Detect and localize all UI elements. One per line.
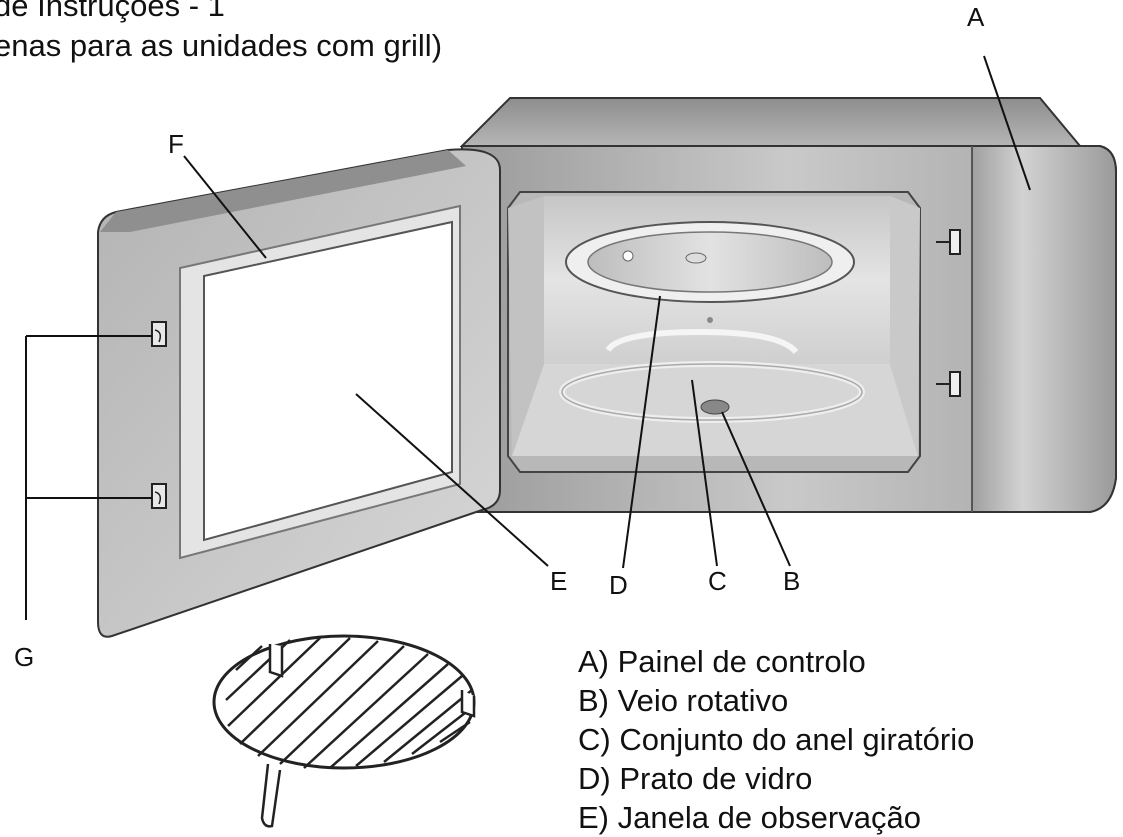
- callout-b: B: [783, 566, 800, 596]
- roller-ring-back: [605, 328, 799, 355]
- body-top: [459, 97, 1083, 147]
- leader-line-e: [355, 393, 549, 567]
- caption-line-1: de Instruções - 1: [0, 0, 225, 23]
- callout-c: C: [708, 566, 727, 596]
- rack-bars: [225, 637, 475, 769]
- rack-legs: [260, 644, 476, 828]
- latch-slot-lower: [936, 371, 961, 397]
- door-top-edge: [100, 150, 466, 232]
- legend-item-d: D) Prato de vidro: [578, 761, 813, 796]
- microwave-door: [97, 148, 501, 638]
- door-latch-upper: [151, 321, 167, 347]
- cavity-right-wall: [890, 196, 920, 456]
- leader-line-a: [983, 55, 1031, 191]
- legend-item-c: C) Conjunto do anel giratório: [578, 722, 975, 757]
- leader-line-d: [622, 295, 661, 569]
- legend-item-b: B) Veio rotativo: [578, 683, 789, 718]
- leader-line-c: [691, 379, 718, 567]
- parts-legend: A) Painel de controlo B) Veio rotativo C…: [578, 642, 974, 837]
- callout-f: F: [168, 129, 184, 159]
- callout-e: E: [550, 566, 567, 596]
- roller-ring-edge: [561, 363, 863, 421]
- glass-plate-inner: [587, 231, 833, 293]
- leader-line-b: [721, 411, 791, 567]
- grill-rack: [212, 634, 476, 828]
- observation-window: [203, 220, 453, 542]
- callout-a: A: [967, 2, 985, 32]
- microwave-body: [459, 97, 1117, 513]
- door-latch-lower: [151, 483, 167, 509]
- callout-g: G: [14, 642, 34, 672]
- cavity-left-wall: [508, 196, 544, 456]
- plate-dot: [622, 250, 634, 262]
- leader-line-f: [183, 155, 267, 259]
- spindle-mark: [707, 317, 713, 323]
- control-panel: [971, 145, 1117, 513]
- legend-item-e: E) Janela de observação: [578, 800, 921, 835]
- callout-d: D: [609, 570, 628, 600]
- caption-line-2: enas para as unidades com grill): [0, 28, 443, 63]
- latch-slot-upper: [936, 229, 961, 255]
- plate-hub: [685, 252, 707, 264]
- drive-shaft: [700, 399, 730, 415]
- legend-item-a: A) Painel de controlo: [578, 644, 866, 679]
- leader-lines: [25, 55, 1031, 620]
